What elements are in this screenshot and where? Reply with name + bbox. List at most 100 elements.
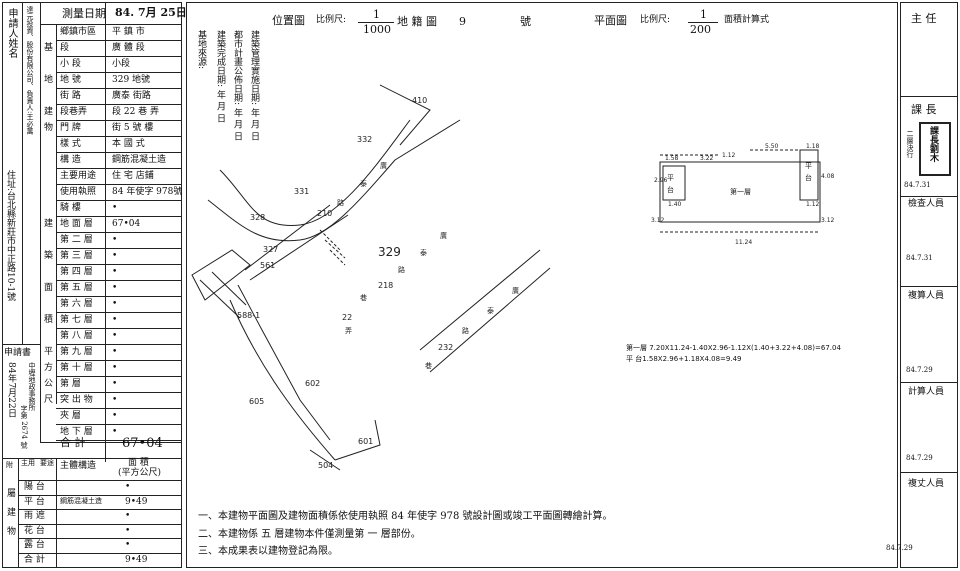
note-completion: 建築完成日期: 年 月 日 (215, 30, 225, 123)
row-label: 使用執照 (60, 187, 97, 197)
row-label: 第 六 層 (60, 299, 93, 309)
row-value: 鋼筋混凝土造 (112, 155, 167, 165)
section-chief-label: 課 長 (911, 103, 937, 116)
svg-text:廣: 廣 (512, 286, 519, 295)
row-label: 第 十 層 (60, 363, 93, 373)
row-value: • (112, 315, 118, 325)
row-label: 夾 層 (60, 411, 81, 421)
attached-use: 合 計 (24, 554, 45, 565)
svg-text:泰: 泰 (487, 306, 494, 315)
row-label: 第 二 層 (60, 235, 93, 245)
total-label: 合 計 (60, 436, 86, 449)
parcel-561: 561 (260, 261, 275, 270)
location-title: 位置圖 (272, 14, 305, 27)
svg-text:台: 台 (667, 185, 674, 194)
row-group-char: 建 (44, 219, 54, 229)
section-chief-stamp-text: 課長劉木 (928, 126, 938, 162)
row-value: • (112, 363, 118, 373)
map-sheet-label: 地 籍 圖 (397, 15, 437, 28)
row-value: • (112, 427, 118, 437)
attached-h-f: (平方公尺) (118, 468, 162, 478)
location-scale-label: 比例尺: (316, 15, 347, 25)
row-label: 第 八 層 (60, 331, 93, 341)
section-chief-date: 84.7.31 (904, 181, 931, 189)
row-label: 地 面 層 (60, 219, 93, 229)
row-value: 廣泰 街路 (112, 91, 151, 101)
svg-text:巷: 巷 (425, 362, 432, 370)
parcel-331: 331 (294, 187, 309, 196)
row-group-char: 公 (44, 379, 54, 389)
floor-plan-scale-label: 比例尺: (640, 15, 671, 25)
row-value: 廣 體 段 (112, 43, 145, 53)
row-value: 329 地號 (112, 75, 151, 85)
owner-address: 住址:台北縣新莊市中正路10-1號 (5, 170, 15, 302)
attached-use: 平 台 (24, 496, 45, 507)
calculator-label: 計算人員 (908, 387, 945, 397)
note-building-mgmt: 建築管理實施日期: 年 月 日 (249, 30, 259, 141)
row-value: 67•04 (112, 219, 141, 229)
parcel-605: 605 (249, 397, 264, 406)
attached-side: 屬建物 (5, 488, 15, 545)
parcel-588-1: 588-1 (237, 311, 260, 320)
parcel-210: 210 (317, 209, 332, 218)
attached-area: • (125, 482, 131, 492)
attached-h-a: 附 (6, 461, 13, 469)
parcel-232: 232 (438, 343, 453, 352)
svg-text:3.12: 3.12 (821, 217, 835, 224)
row-value: • (112, 411, 118, 421)
svg-text:1.40: 1.40 (668, 201, 682, 208)
location-scale-den: 1000 (363, 23, 391, 36)
left-record-table (2, 2, 182, 568)
row-group-char: 積 (44, 315, 54, 325)
application-office: 中壢地政事務所 (28, 362, 36, 411)
area-formula-floor1: 第一層 7.20X11.24-1.40X2.96-1.12X(1.40+3.22… (626, 344, 841, 352)
svg-text:台: 台 (805, 173, 812, 182)
row-label: 主要用途 (60, 171, 97, 181)
area-formula-balcony: 平 台1.58X2.96+1.18X4.08=9.49 (626, 355, 742, 363)
application-label: 申請書 (4, 348, 32, 358)
surveyor-label: 複丈人員 (908, 479, 945, 489)
application-no: 字第 2674 號 (20, 405, 28, 449)
row-value: 本 國 式 (112, 139, 145, 149)
row-label: 樣 式 (60, 139, 81, 149)
svg-text:11.24: 11.24 (735, 239, 752, 246)
svg-text:4.08: 4.08 (821, 173, 835, 180)
row-value: 84 年使字 978號 (112, 187, 183, 197)
survey-date-value: 84. 7月 25日 (115, 6, 187, 19)
row-group-char: 築 (44, 251, 54, 261)
approval-column (900, 2, 958, 568)
row-group-char: 平 (44, 347, 54, 357)
row-value: • (112, 283, 118, 293)
director-label: 主 任 (911, 12, 937, 25)
attached-h-e: 面 積 (128, 458, 149, 468)
row-group-char: 建 (44, 107, 54, 117)
svg-text:平: 平 (805, 162, 812, 170)
reviewer-label: 複算人員 (908, 291, 945, 301)
survey-date-label: 測量日期 (62, 7, 106, 20)
attached-area: • (125, 525, 131, 536)
row-value: 住 宅 店鋪 (112, 171, 154, 181)
row-label: 構 造 (60, 155, 81, 165)
svg-text:1.58: 1.58 (665, 155, 679, 162)
row-label: 第 五 層 (60, 283, 93, 293)
parcel-22: 22 (342, 313, 352, 322)
row-label: 第 層 (60, 379, 81, 389)
row-label: 段巷弄 (60, 107, 88, 117)
row-label: 街 路 (60, 91, 81, 101)
row-label: 突 出 物 (60, 395, 93, 405)
svg-text:2.96: 2.96 (654, 177, 668, 184)
row-group-char: 尺 (44, 395, 54, 405)
attached-use: 露 台 (24, 540, 45, 550)
attached-use: 陽 台 (24, 482, 45, 492)
parcel-601: 601 (358, 437, 373, 446)
svg-text:平: 平 (667, 174, 674, 182)
row-value: 段 22 巷 弄 (112, 107, 160, 117)
svg-text:5.50: 5.50 (765, 143, 779, 150)
parcel-329: 329 (378, 245, 401, 259)
row-group-char: 面 (44, 283, 54, 293)
attached-area: 9•49 (125, 554, 148, 565)
inspector-label: 檢查人員 (908, 199, 945, 209)
row-group-char: 物 (44, 123, 54, 133)
parcel-332: 332 (357, 135, 372, 144)
floor-plan-calc-label: 面積計算式 (724, 15, 770, 25)
